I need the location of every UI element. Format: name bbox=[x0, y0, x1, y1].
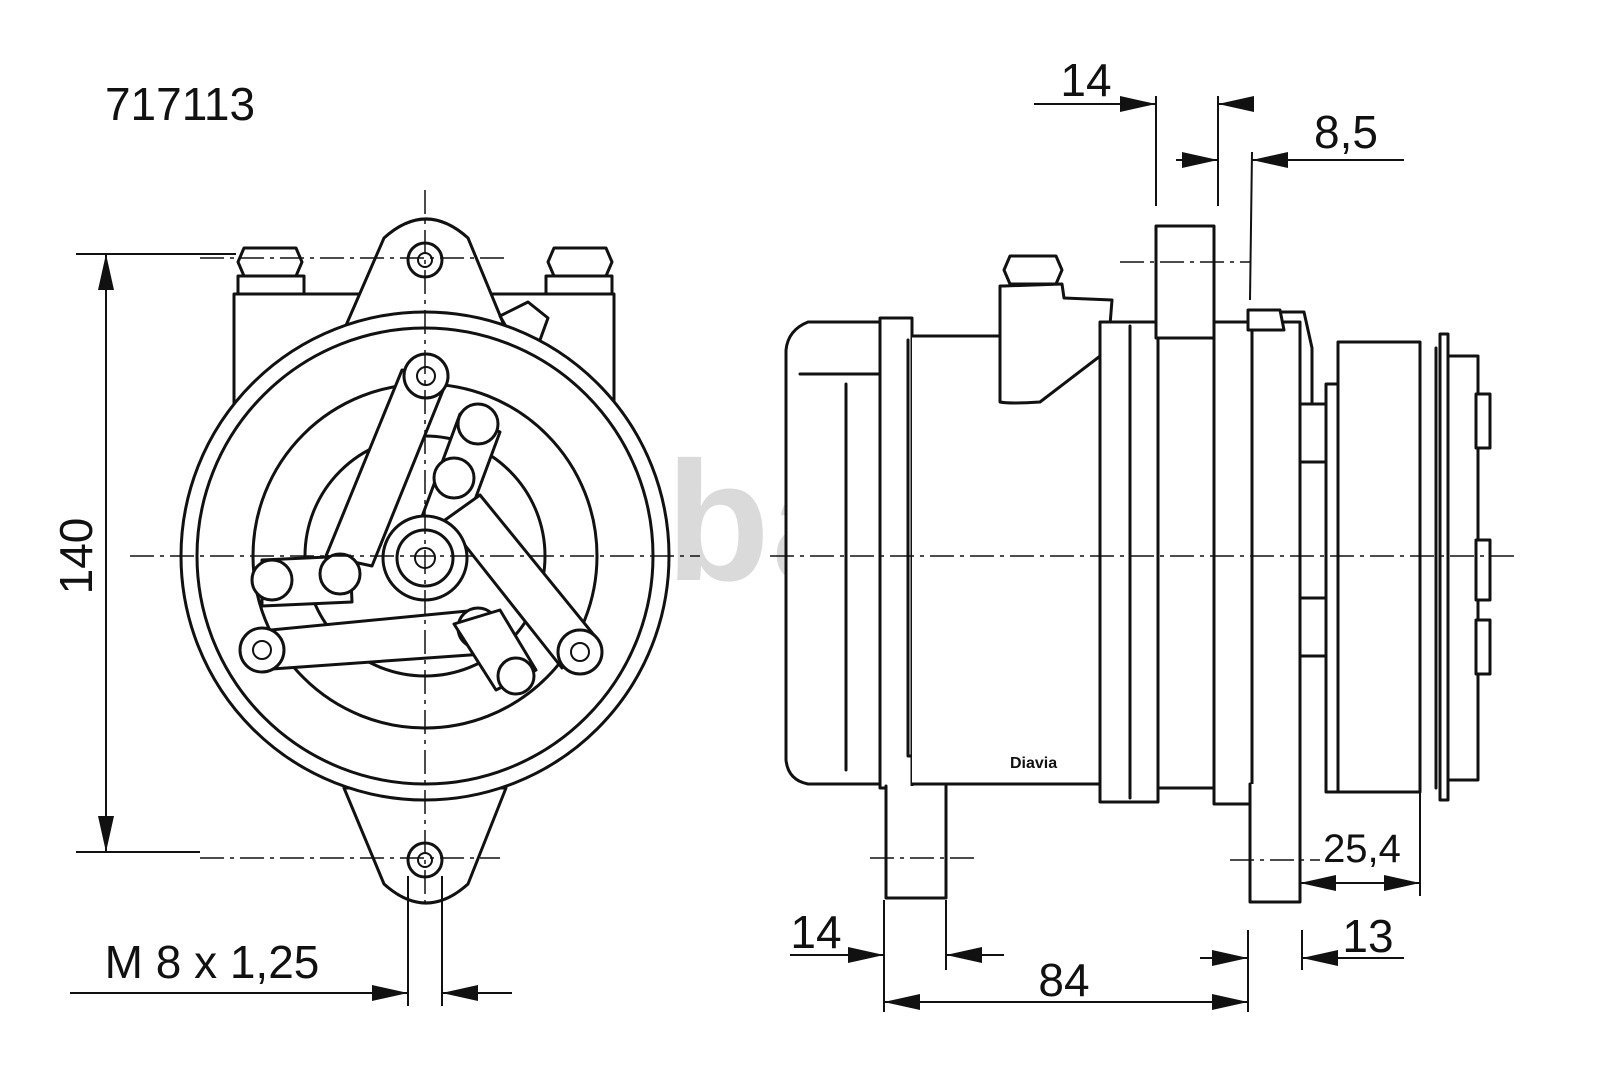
dim-height bbox=[76, 253, 236, 853]
front-flange bbox=[1212, 320, 1302, 806]
dim-clutch-offset-label: 25,4 bbox=[1323, 827, 1401, 871]
dim-mount-span bbox=[884, 930, 1249, 1012]
side-view: Diavia bbox=[770, 224, 1520, 904]
dim-clutch-offset bbox=[1299, 788, 1421, 896]
dim-thread bbox=[70, 876, 512, 1006]
rear-foot bbox=[884, 784, 948, 900]
clutch-pulley bbox=[1336, 340, 1422, 794]
side-top-bolt bbox=[1002, 254, 1064, 286]
front-top-bolt-left bbox=[236, 246, 306, 296]
dim-top-width bbox=[1034, 96, 1254, 206]
dim-mount-span-label: 84 bbox=[1038, 954, 1089, 1006]
dim-foot-width bbox=[790, 900, 1004, 1012]
dim-top-offset bbox=[1176, 151, 1404, 301]
front-body-outline bbox=[232, 292, 616, 412]
front-top-bolt-right bbox=[544, 246, 614, 296]
dim-top-width-label: 14 bbox=[1060, 54, 1111, 106]
top-outlet bbox=[1154, 224, 1216, 340]
dim-rear-foot-offset-label: 13 bbox=[1342, 910, 1393, 962]
part-number: 717113 bbox=[105, 78, 255, 130]
dim-top-offset-label: 8,5 bbox=[1314, 106, 1378, 158]
maker-label: Diavia bbox=[1010, 755, 1057, 772]
dim-rear-foot-offset bbox=[1200, 930, 1404, 970]
clutch-front-plate bbox=[1446, 354, 1480, 782]
rear-housing bbox=[784, 320, 882, 786]
dim-thread-label: M 8 x 1,25 bbox=[105, 936, 320, 988]
dim-foot-width-label: 14 bbox=[790, 906, 841, 958]
dim-height-label: 140 bbox=[50, 518, 102, 595]
front-view bbox=[130, 190, 700, 910]
clutch-plate-rear bbox=[1324, 382, 1340, 794]
clutch-spokes bbox=[238, 352, 604, 696]
front-foot bbox=[1248, 782, 1302, 904]
